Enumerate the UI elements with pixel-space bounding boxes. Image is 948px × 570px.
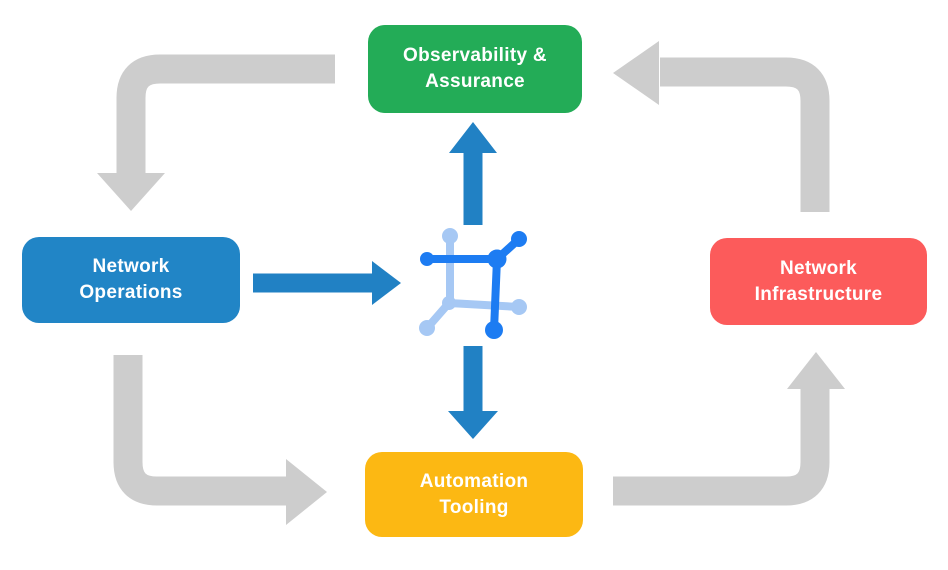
- arrow-head-down: [448, 411, 498, 439]
- node-label-line2: Infrastructure: [754, 283, 883, 305]
- arrow-operations-to-icon: [253, 261, 401, 305]
- arrow-infrastructure-to-observability: [613, 41, 830, 212]
- icon-node-bottom: [485, 321, 503, 339]
- arrow-head-right: [372, 261, 401, 305]
- arrow-head-right: [286, 459, 327, 525]
- arrow-icon-to-automation: [448, 346, 498, 439]
- arrow-icon-to-observability: [449, 122, 497, 225]
- node-label-line1: Observability &: [403, 45, 547, 66]
- arrow-shaft: [113, 355, 288, 506]
- arrow-shaft: [660, 57, 830, 212]
- arrow-head-down: [97, 173, 165, 211]
- arrow-head-up: [449, 122, 497, 153]
- icon-corner-top-right: [487, 249, 507, 269]
- icon-corner-bottom-left: [442, 296, 456, 310]
- node-label-line2: Tooling: [439, 496, 509, 518]
- node-label-line2: Assurance: [425, 71, 525, 92]
- icon-node-bottom-left: [419, 320, 435, 336]
- network-fabric-icon: [419, 228, 527, 339]
- node-observability-assurance: Observability & Assurance: [368, 25, 582, 113]
- arrow-head-left: [613, 41, 659, 105]
- icon-node-left: [420, 252, 434, 266]
- arrow-operations-to-automation: [113, 355, 327, 525]
- arrow-observability-to-operations: [97, 54, 335, 211]
- arrow-head-up: [787, 352, 845, 389]
- icon-node-right: [511, 299, 527, 315]
- arrow-shaft: [116, 54, 335, 176]
- node-label-line1: Network: [779, 257, 858, 279]
- arrow-automation-to-infrastructure: [613, 352, 845, 506]
- icon-node-top-right: [511, 231, 527, 247]
- node-automation-tooling: Automation Tooling: [365, 452, 583, 537]
- node-label-line1: Automation: [419, 470, 529, 492]
- arrow-shaft: [613, 386, 830, 506]
- node-label-line1: Network: [92, 256, 170, 277]
- node-network-infrastructure: Network Infrastructure: [710, 238, 927, 325]
- node-label-line2: Operations: [79, 282, 183, 303]
- icon-node-top: [442, 228, 458, 244]
- node-network-operations: Network Operations: [22, 237, 240, 323]
